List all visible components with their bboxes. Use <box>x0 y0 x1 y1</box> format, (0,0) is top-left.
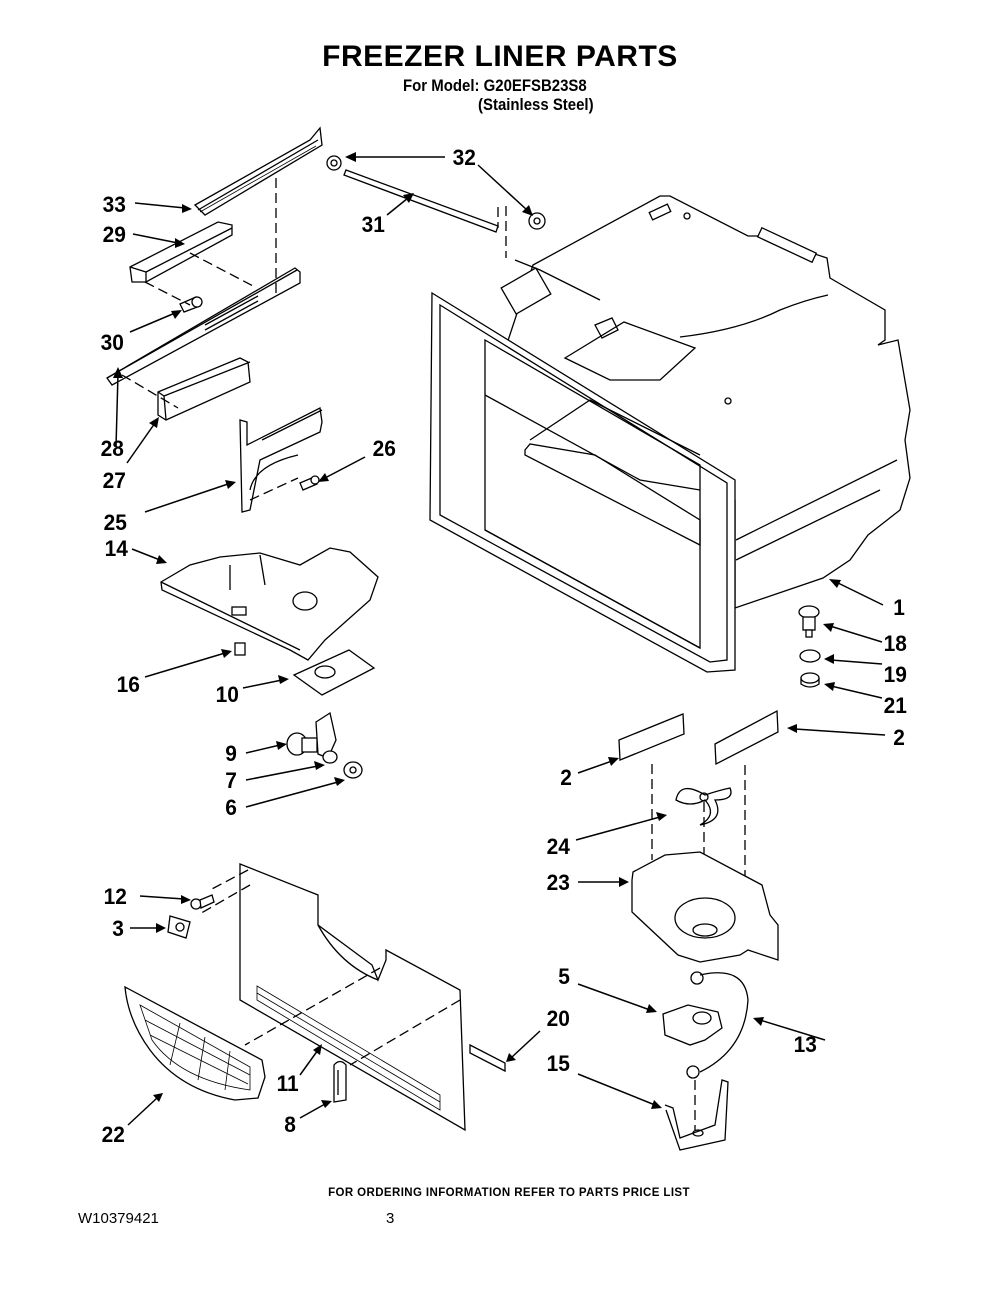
callout-2-right: 2 <box>893 725 905 750</box>
callout-30: 30 <box>100 330 124 355</box>
callout-10: 10 <box>215 682 239 707</box>
part-13-wire-harness[interactable] <box>699 972 749 1073</box>
part-6-lamp-socket[interactable] <box>343 761 363 779</box>
page-number: 3 <box>386 1210 395 1227</box>
part-1-freezer-liner[interactable] <box>429 195 911 673</box>
callout-27: 27 <box>102 468 126 493</box>
part-32-gear[interactable] <box>326 155 546 230</box>
callout-13: 13 <box>793 1032 817 1057</box>
assembly-lines-upper-left <box>121 178 507 409</box>
page-title: FREEZER LINER PARTS <box>322 40 678 73</box>
part-26-screw[interactable] <box>299 475 320 491</box>
document-id: W10379421 <box>78 1210 159 1227</box>
part-31-drawer-shaft[interactable] <box>343 169 499 233</box>
callout-11: 11 <box>276 1071 299 1096</box>
callout-31: 31 <box>361 212 385 237</box>
part-3-thermistor-bracket[interactable] <box>167 915 191 939</box>
callout-26: 26 <box>372 436 396 461</box>
part-16-light-switch[interactable] <box>234 642 246 656</box>
part-11-evaporator-cover[interactable] <box>197 863 466 1132</box>
callout-18: 18 <box>883 631 907 656</box>
model-number: For Model: G20EFSB23S8 <box>403 76 587 95</box>
callout-19: 19 <box>883 662 907 687</box>
callout-24: 24 <box>546 834 570 859</box>
callout-32: 32 <box>452 145 476 170</box>
part-7-lamp-socket-ring[interactable] <box>315 711 338 764</box>
callout-8: 8 <box>284 1112 296 1137</box>
part-22-air-grille[interactable] <box>124 985 266 1101</box>
callout-25: 25 <box>103 510 127 535</box>
callout-21: 21 <box>883 693 907 718</box>
callout-28: 28 <box>100 436 124 461</box>
part-8-clip[interactable] <box>333 1060 347 1103</box>
part-9-light-bulb[interactable] <box>286 732 318 756</box>
callout-29: 29 <box>102 222 126 247</box>
part-15-motor-bracket[interactable] <box>664 1079 729 1151</box>
part-25-bracket[interactable] <box>239 407 323 513</box>
callout-6: 6 <box>225 795 237 820</box>
part-27-slide-cover[interactable] <box>157 357 251 421</box>
part-10-foam-pad[interactable] <box>292 649 376 696</box>
model-variant: (Stainless Steel) <box>478 95 594 114</box>
callout-1: 1 <box>893 595 905 620</box>
callout-12: 12 <box>103 884 127 909</box>
callout-15: 15 <box>546 1051 570 1076</box>
part-2-insulation-pad[interactable] <box>618 709 779 890</box>
part-28-drawer-slide-rail[interactable] <box>106 267 301 386</box>
leader-arrows <box>113 152 886 1126</box>
callout-23: 23 <box>546 870 570 895</box>
part-30-screw[interactable] <box>179 296 203 313</box>
callout-20: 20 <box>546 1006 570 1031</box>
part-12-screw[interactable] <box>190 894 215 910</box>
callout-14: 14 <box>104 536 128 561</box>
callout-7: 7 <box>225 768 237 793</box>
callout-16: 16 <box>116 672 140 697</box>
callout-22: 22 <box>101 1122 125 1147</box>
ordering-note: FOR ORDERING INFORMATION REFER TO PARTS … <box>328 1187 690 1199</box>
part-20-insulation-strip[interactable] <box>469 1043 506 1073</box>
part-18-drain-fitting[interactable] <box>798 605 820 638</box>
callout-33: 33 <box>102 192 126 217</box>
part-14-light-housing[interactable] <box>160 547 379 661</box>
callout-3: 3 <box>112 916 124 941</box>
callout-2-left: 2 <box>560 765 572 790</box>
callout-5: 5 <box>558 964 570 989</box>
part-19-o-ring[interactable] <box>799 649 821 663</box>
part-29-slide-cover-front[interactable] <box>129 221 233 283</box>
part-21-drain-plug[interactable] <box>800 672 820 688</box>
part-23-fan-shroud[interactable] <box>631 851 779 963</box>
part-5-fan-motor[interactable] <box>662 971 723 1079</box>
callout-9: 9 <box>225 741 237 766</box>
part-33-rack-gear[interactable] <box>193 126 323 216</box>
